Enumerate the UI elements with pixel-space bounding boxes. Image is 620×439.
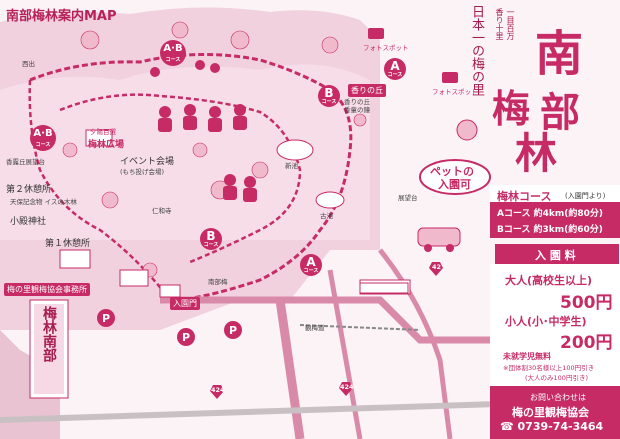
label-rest1: 第１休憩所 [45, 239, 91, 249]
label-kaori-hill-badge: 香りの丘 [348, 84, 386, 97]
group-note-2: (大人のみ100円引き) [525, 374, 588, 382]
svg-text:P: P [182, 331, 190, 344]
photo-spot-2: フォトスポット [432, 88, 478, 96]
logo-char-bai: 梅 [492, 86, 531, 131]
route-b [59, 93, 302, 264]
logo-char-bu: 部 [540, 89, 580, 136]
label-event-venue: イベント会場 [120, 157, 175, 167]
contact-phone: ☎ 0739-74-3464 [500, 420, 603, 433]
course-info-note: (入園門より) [565, 192, 606, 200]
route-424-road [275, 299, 305, 439]
label-entrance: 入園門 [170, 297, 200, 310]
contact-label: お問い合わせは [530, 393, 586, 402]
label-rest2: 第２休憩所 [6, 185, 52, 195]
svg-text:P: P [102, 312, 110, 325]
label-kaori-hill: 香りの丘 [344, 98, 370, 106]
pet-badge-line2: 入園可 [438, 178, 471, 191]
route-424-right: 424 [340, 383, 354, 391]
label-office: 梅の里観梅協会事務所 [4, 283, 90, 296]
label-kanbai-road: 観梅道 [305, 324, 325, 332]
route-a [29, 53, 353, 302]
label-plum-forest: 梅林広場 [88, 140, 125, 150]
route-424-left: 424 [211, 386, 225, 394]
course-b-info: Bコース 約3km(約60分) [497, 225, 603, 235]
child-fee-label: 小人(小･中学生) [505, 315, 587, 328]
new-pond [276, 139, 314, 161]
label-nishide: 西出 [22, 60, 35, 68]
tagline-nihon-ichi: 日本一の梅の里 [469, 5, 484, 96]
label-memorial: 天保記念物 イスの木林 [10, 198, 77, 206]
course-a-info: Aコース 約4km(約80分) [497, 209, 604, 219]
label-new-pond: 新池 [285, 162, 298, 170]
label-kaoriokamihara: 香露丘展望台 [6, 158, 45, 166]
label-kaori-bell: 香童の鐘 [344, 106, 370, 114]
office-banner-text: 梅林南部 [41, 306, 57, 362]
map-title: 南部梅林案内MAP [6, 9, 117, 24]
label-kokuten-shrine: 小殿神社 [10, 217, 47, 227]
label-old-pond: 古池 [320, 212, 333, 220]
contact-org: 梅の里観梅協会 [512, 406, 589, 419]
pet-badge-shape [419, 159, 491, 195]
label-observatory: 展望台 [398, 194, 418, 202]
contact-phone-number: 0739-74-3464 [517, 420, 604, 433]
route-42-road [378, 248, 453, 439]
group-note-1: ※団体割30名様以上100円引き [503, 364, 595, 372]
label-nanbu-moto: 南部梅 [208, 278, 228, 286]
adult-fee-label: 大人(高校生以上) [505, 274, 593, 287]
old-pond [315, 191, 345, 209]
tagline-kaori: 香り十里 [495, 8, 504, 40]
route-42: 42 [432, 263, 442, 271]
course-info-header: 梅林コース [497, 190, 552, 203]
adult-fee-price: 500円 [560, 293, 613, 313]
logo-char-nan: 南 [535, 26, 584, 82]
child-fee-price: 200円 [560, 333, 613, 353]
label-yuhi: 夕陽百選 [90, 128, 116, 136]
logo-char-rin: 林 [515, 129, 558, 178]
label-mochi-area: (もち投げ会場) [120, 168, 165, 176]
photo-spot-1: フォトスポット [363, 44, 409, 52]
phone-icon: ☎ [500, 420, 518, 433]
tagline-ichimoku: 一目百万 [506, 8, 515, 40]
label-ninnaji: 仁和寺 [152, 207, 172, 215]
pet-badge-line1: ペットの [430, 165, 474, 178]
preschool-note: 未就学児無料 [503, 352, 551, 361]
fees-header: 入 園 料 [535, 249, 576, 262]
svg-text:P: P [229, 324, 237, 337]
